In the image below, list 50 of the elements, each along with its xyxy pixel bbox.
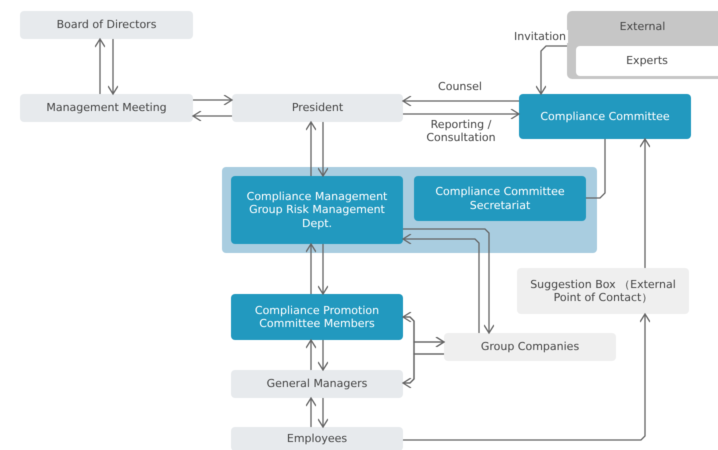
arrow	[317, 244, 329, 295]
box-label: President	[290, 101, 344, 115]
process-box	[231, 427, 403, 450]
box-label: Compliance Promotion Committee Members	[254, 304, 380, 330]
arrow	[305, 397, 317, 427]
arrow	[403, 228, 495, 334]
arrow	[317, 122, 329, 177]
box-label: General Managers	[266, 377, 368, 391]
box-label: Compliance Committee Secretariat	[434, 185, 566, 212]
highlight-box	[231, 294, 403, 340]
group-box	[567, 11, 718, 79]
edge-label: Counsel	[436, 80, 484, 94]
edge-label: Invitation	[512, 30, 568, 44]
arrow	[305, 339, 317, 370]
process-box	[20, 11, 193, 39]
arrow	[402, 95, 519, 107]
box-label: Experts	[625, 54, 669, 68]
box-label: Suggestion Box （External Point of Contact）	[529, 278, 677, 304]
process-box	[517, 268, 689, 314]
box-label: Compliance Committee	[539, 110, 671, 124]
arrow	[535, 45, 567, 95]
box-label: Group Companies	[480, 340, 580, 354]
arrow	[193, 94, 233, 106]
box-label: Compliance Management Group Risk Management Dept.	[246, 190, 388, 230]
highlight-box	[519, 94, 691, 139]
arrow	[403, 313, 651, 441]
arrow	[107, 39, 119, 95]
arrow	[403, 108, 520, 120]
arrow	[639, 138, 651, 268]
box-label: Board of Directors	[56, 18, 158, 32]
arrow	[94, 38, 106, 94]
group-heading: External	[618, 20, 666, 34]
box-label: Management Meeting	[45, 101, 168, 115]
process-box	[20, 94, 193, 122]
arrow	[402, 233, 480, 333]
box-label: Employees	[286, 432, 348, 446]
arrow	[192, 110, 232, 122]
arrow	[305, 243, 317, 294]
process-box	[576, 46, 718, 76]
arrow	[305, 121, 317, 176]
highlight-box	[414, 176, 586, 221]
arrow	[317, 340, 329, 371]
arrow	[317, 398, 329, 428]
process-box	[444, 333, 616, 361]
group-panel	[222, 167, 597, 253]
arrow	[402, 353, 444, 389]
process-box	[231, 370, 403, 398]
highlight-box	[231, 176, 403, 244]
connector-line	[586, 139, 606, 199]
process-box	[232, 94, 403, 122]
